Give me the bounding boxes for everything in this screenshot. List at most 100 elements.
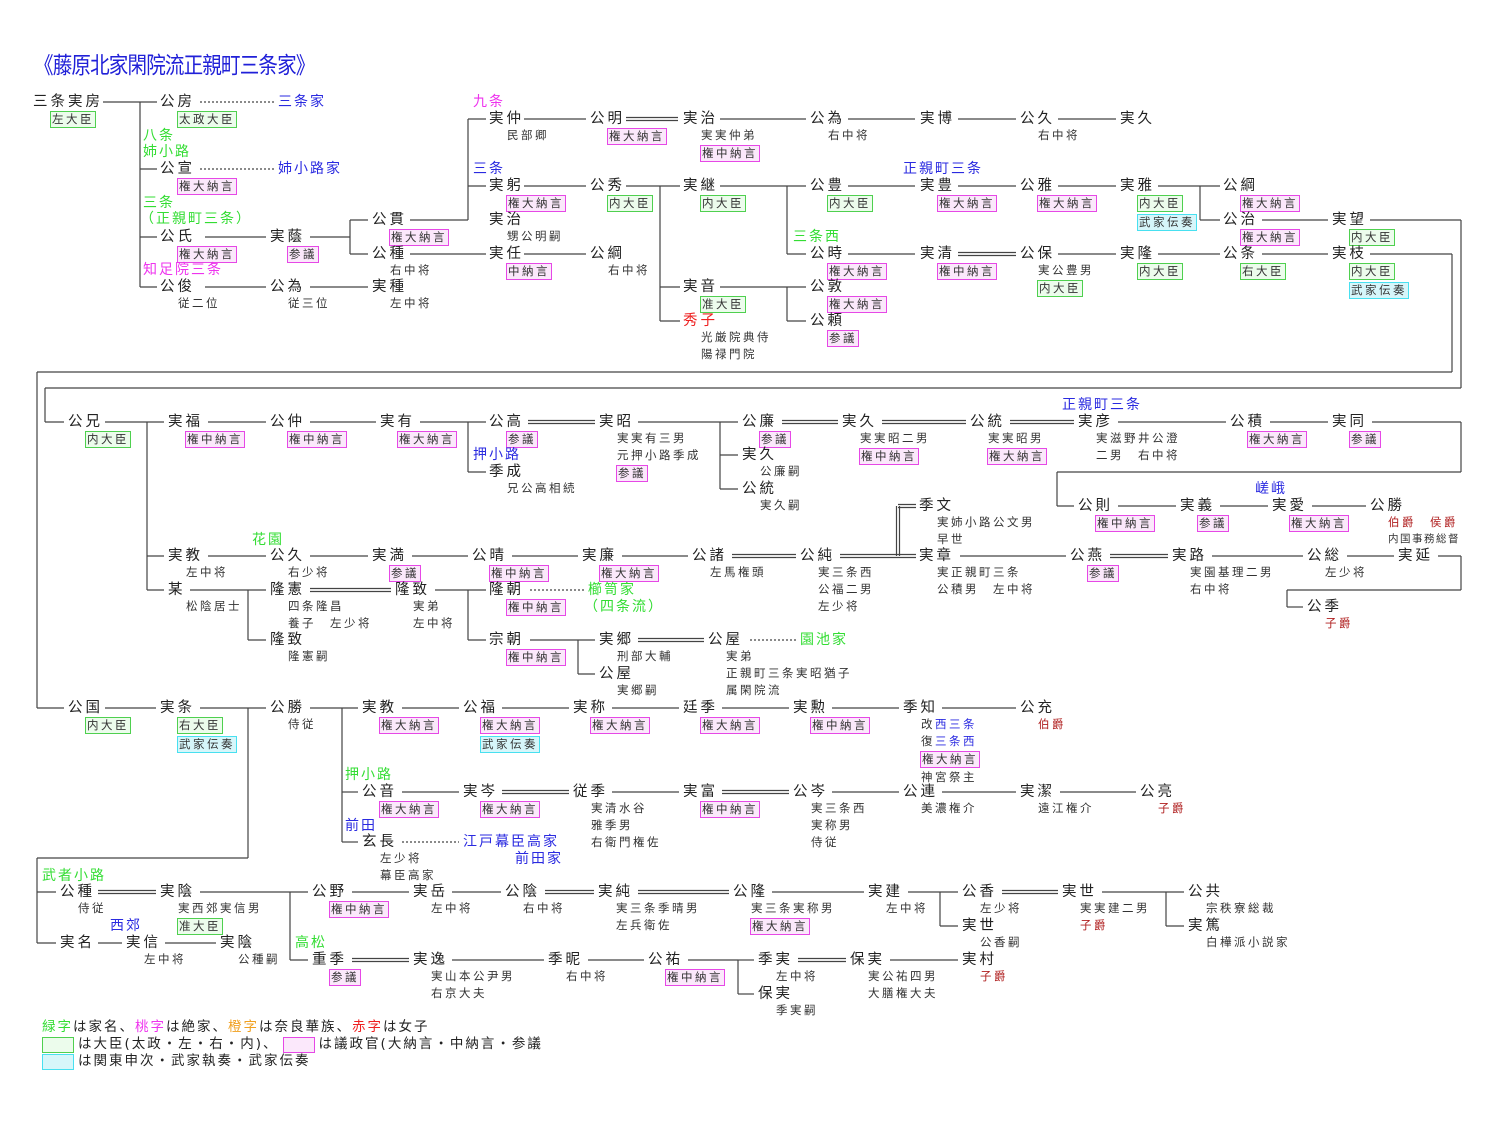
person-node: 公祐権中納言 xyxy=(648,951,725,988)
person-name: 公香 xyxy=(962,884,997,900)
person-node: 公頼参議 xyxy=(810,312,859,349)
council-badge: 権大納言 xyxy=(1240,195,1300,212)
person-name: 公総 xyxy=(1307,548,1342,564)
note-text: 甥公明嗣 xyxy=(507,229,563,243)
note-text: 権大納言 xyxy=(399,432,455,446)
person-node: 実有権大納言 xyxy=(380,413,457,450)
peerage-title: 伯爵 侯爵 xyxy=(1387,515,1459,530)
person-name: 実久 xyxy=(1120,111,1155,127)
person-node: 公総左少将 xyxy=(1307,547,1368,582)
person-node: 実世実実建二男子爵 xyxy=(1062,883,1151,935)
note-text: 権大納言 xyxy=(989,449,1045,463)
legend-box-colors: は大臣(太政・左・右・内)、 は議政官(大納言・中納言・参議 xyxy=(42,1036,543,1053)
person-note: 従三位 xyxy=(287,296,331,311)
person-note: 刑部大輔 xyxy=(616,649,674,664)
person-name: 某 xyxy=(168,582,186,598)
note-text: 宗秩寮総裁 xyxy=(1206,901,1276,915)
person-name: 保実 xyxy=(850,952,885,968)
note-text: 参議 xyxy=(331,970,359,984)
note-text: 従二位 xyxy=(178,296,220,310)
person-name: 公久 xyxy=(1020,111,1055,127)
minister-badge: 内大臣 xyxy=(1137,195,1183,212)
note-text: 准大臣 xyxy=(702,297,744,311)
person-note: 甥公明嗣 xyxy=(506,229,564,244)
person-note: 右中将 xyxy=(522,901,566,916)
person-node: 宗朝権中納言 xyxy=(489,631,566,668)
person-note: 内国事務総督 xyxy=(1387,532,1461,547)
house-label: 三条西 xyxy=(793,229,841,245)
person-name: 実継 xyxy=(683,178,718,194)
person-node: 実躬権大納言 xyxy=(489,177,566,214)
person-node: 実枝内大臣武家伝奏 xyxy=(1332,245,1409,301)
note-text: 右中将 xyxy=(608,263,650,277)
person-name: 公廉 xyxy=(742,414,777,430)
council-badge: 権中納言 xyxy=(287,431,347,448)
person-name: 実治 xyxy=(683,111,718,127)
note-text: 参議 xyxy=(1351,432,1379,446)
person-name: 公積 xyxy=(1230,414,1265,430)
person-node: 実豊権大納言 xyxy=(920,177,997,214)
person-note: 侍従 xyxy=(77,901,107,916)
person-node: 実教権大納言 xyxy=(362,699,439,736)
note-text: 実姉小路公文男 xyxy=(937,515,1035,529)
note-text: 権大納言 xyxy=(1291,516,1347,530)
buke-tenso-badge: 武家伝奏 xyxy=(1137,214,1197,231)
person-name: 実音 xyxy=(683,279,718,295)
note-text: 左大臣 xyxy=(52,112,94,126)
note-text: 改 xyxy=(921,717,935,731)
person-name: 実久 xyxy=(742,447,777,463)
note-text: 二男 右中将 xyxy=(1096,448,1180,462)
house-label: 櫛笥家 xyxy=(588,582,636,598)
note-text: 権中納言 xyxy=(939,264,995,278)
person-name: 隆致 xyxy=(270,632,305,648)
person-note: 従二位 xyxy=(177,296,221,311)
person-note: 右中将 xyxy=(607,263,651,278)
buke-tenso-badge: 武家伝奏 xyxy=(1349,282,1409,299)
note-text: 実西郊実信男 xyxy=(178,901,262,915)
council-badge: 権中納言 xyxy=(937,263,997,280)
note-text: 松陰居士 xyxy=(186,599,242,613)
person-node: 実福権中納言 xyxy=(168,413,245,450)
person-name: 実昭 xyxy=(599,414,634,430)
person-name: 実満 xyxy=(372,548,407,564)
note-text: 伯爵 侯爵 xyxy=(1388,515,1458,529)
note-text: 実清水谷 xyxy=(591,801,647,815)
person-note: 右中将 xyxy=(565,969,609,984)
buke-tenso-badge: 武家伝奏 xyxy=(177,736,237,753)
note-text: 内国事務総督 xyxy=(1388,533,1460,545)
person-note: 宗秩寮総裁 xyxy=(1205,901,1277,916)
person-name: 実有 xyxy=(380,414,415,430)
note-text: 実三条西 xyxy=(811,801,867,815)
person-name: 公宣 xyxy=(160,161,195,177)
council-badge: 権大納言 xyxy=(506,195,566,212)
person-note: 実久嗣 xyxy=(759,498,803,513)
person-node: 公久右中将 xyxy=(1020,110,1081,145)
person-node: 公綱権大納言 xyxy=(1223,177,1300,214)
note-text: 権中納言 xyxy=(702,802,758,816)
person-name: 実隆 xyxy=(1120,246,1155,262)
note-text: 実正親町三条 xyxy=(937,565,1021,579)
note-text: 権中納言 xyxy=(289,432,345,446)
person-name: 公種 xyxy=(60,884,95,900)
person-name: 実岑 xyxy=(463,784,498,800)
minister-badge: 内大臣 xyxy=(85,431,131,448)
person-node: 実陰実西郊実信男准大臣 xyxy=(160,883,263,937)
person-name: 重季 xyxy=(312,952,347,968)
note-text: 権大納言 xyxy=(381,718,437,732)
house-name-text: 西三条 xyxy=(935,717,977,731)
person-node: 三条実房左大臣 xyxy=(33,93,103,130)
person-node: 実任中納言 xyxy=(489,245,552,282)
note-text: 遠江権介 xyxy=(1038,801,1094,815)
person-node: 実蔭参議 xyxy=(270,228,319,265)
note-text: 権中納言 xyxy=(508,650,564,664)
person-name: 公諸 xyxy=(692,548,727,564)
council-badge: 権大納言 xyxy=(607,128,667,145)
council-badge: 参議 xyxy=(759,431,791,448)
person-name: 公純 xyxy=(800,548,835,564)
person-note: 季実嗣 xyxy=(775,1003,819,1018)
person-note: 属閑院流 xyxy=(725,683,783,698)
person-name: 実同 xyxy=(1332,414,1367,430)
person-node: 季文実姉小路公文男早世 xyxy=(919,497,1036,549)
council-badge: 権大納言 xyxy=(700,717,760,734)
person-name: 隆憲 xyxy=(270,582,305,598)
